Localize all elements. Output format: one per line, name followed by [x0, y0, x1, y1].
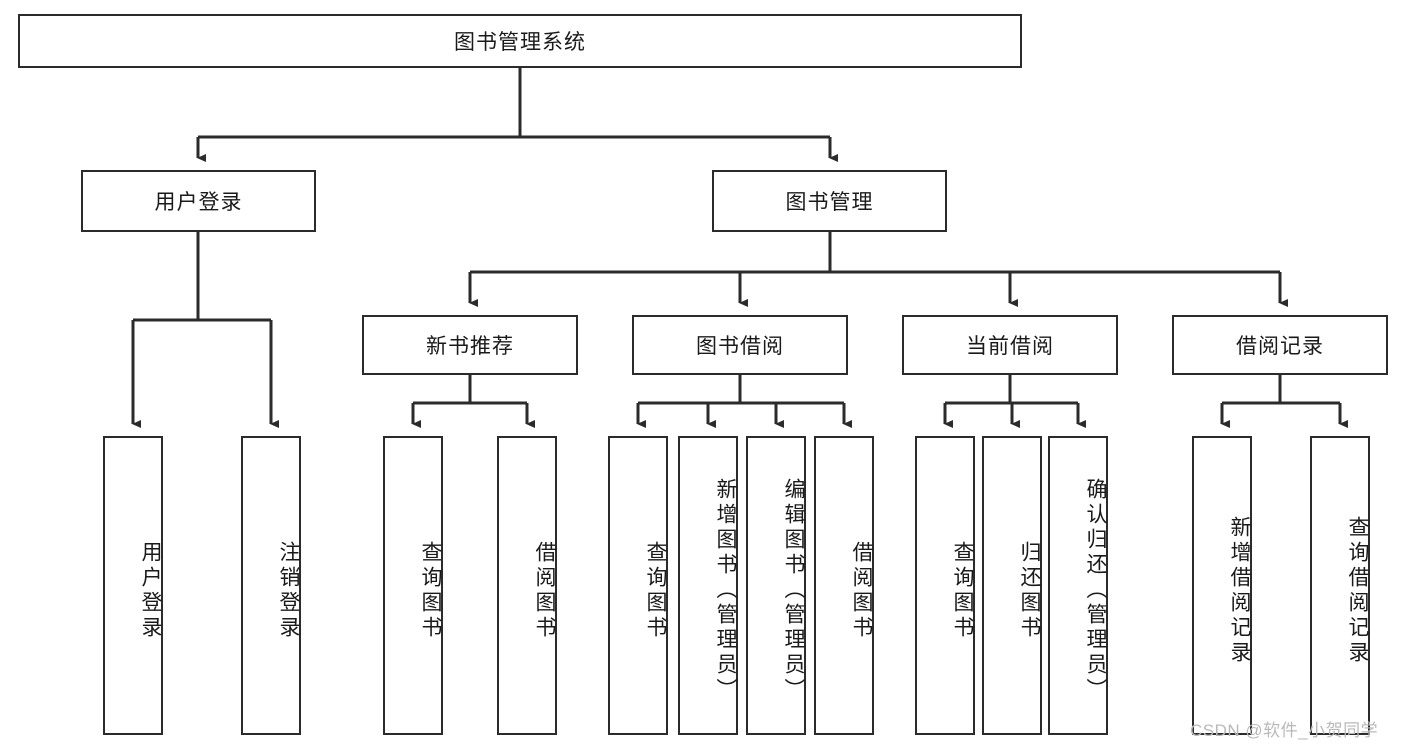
- node-borrow-record[interactable]: 借阅记录: [1172, 315, 1388, 375]
- leaf-label: 新增借阅记录: [1228, 515, 1251, 666]
- leaf-label: 归还图书: [1018, 540, 1041, 641]
- leaf-label: 查询图书: [419, 540, 442, 641]
- leaf-borrow-query-book[interactable]: 查询图书: [608, 436, 668, 735]
- leaf-borrow-add-book-admin[interactable]: 新增图书（管理员）: [678, 436, 738, 735]
- leaf-label: 注销登录: [277, 540, 300, 641]
- leaf-current-return-book[interactable]: 归还图书: [982, 436, 1042, 735]
- node-user-login[interactable]: 用户登录: [81, 170, 316, 232]
- leaf-record-query-record[interactable]: 查询借阅记录: [1310, 436, 1370, 735]
- node-book-borrow[interactable]: 图书借阅: [632, 315, 848, 375]
- leaf-recommend-borrow-book[interactable]: 借阅图书: [497, 436, 557, 735]
- leaf-borrow-edit-book-admin[interactable]: 编辑图书（管理员）: [746, 436, 806, 735]
- leaf-current-query-book[interactable]: 查询图书: [915, 436, 975, 735]
- leaf-label: 查询图书: [644, 540, 667, 641]
- leaf-label: 借阅图书: [850, 540, 873, 641]
- leaf-label: 查询借阅记录: [1346, 515, 1369, 666]
- leaf-user-login-login[interactable]: 用户登录: [103, 436, 163, 735]
- leaf-label: 借阅图书: [533, 540, 556, 641]
- leaf-user-login-logout[interactable]: 注销登录: [241, 436, 301, 735]
- leaf-label: 确认归还（管理员）: [1084, 478, 1107, 703]
- node-new-book-recommend[interactable]: 新书推荐: [362, 315, 578, 375]
- leaf-recommend-query-book[interactable]: 查询图书: [383, 436, 443, 735]
- node-book-management[interactable]: 图书管理: [712, 170, 947, 232]
- node-root-system[interactable]: 图书管理系统: [18, 14, 1022, 68]
- leaf-label: 用户登录: [139, 540, 162, 641]
- leaf-borrow-borrow-book[interactable]: 借阅图书: [814, 436, 874, 735]
- leaf-label: 新增图书（管理员）: [714, 478, 737, 703]
- node-current-borrow[interactable]: 当前借阅: [902, 315, 1118, 375]
- leaf-current-confirm-return-admin[interactable]: 确认归还（管理员）: [1048, 436, 1108, 735]
- leaf-label: 编辑图书（管理员）: [782, 478, 805, 703]
- leaf-record-add-record[interactable]: 新增借阅记录: [1192, 436, 1252, 735]
- csdn-watermark: CSDN @软件_小贺同学: [1190, 721, 1379, 740]
- leaf-label: 查询图书: [951, 540, 974, 641]
